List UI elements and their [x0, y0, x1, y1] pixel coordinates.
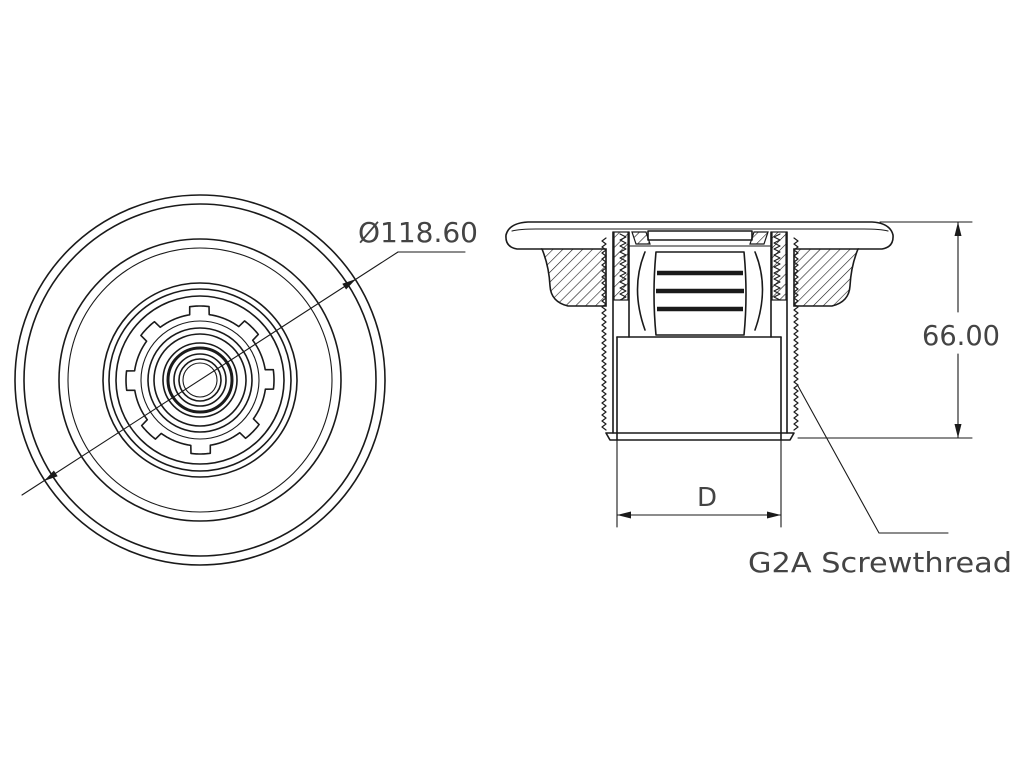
- diameter-dimension-line: [21, 251, 399, 496]
- thread-leader-line: [797, 385, 949, 534]
- nozzle-outer-circle: [162, 342, 238, 418]
- flange-section-left: [540, 248, 607, 307]
- diameter-arrowhead-upper: [342, 279, 356, 290]
- flange-outline: [505, 221, 894, 250]
- retainer-cap: [647, 230, 753, 241]
- flange-section-right: [793, 248, 860, 307]
- inner-thread-section-right: [771, 231, 787, 301]
- hub-inner-circle: [115, 295, 285, 465]
- inner-thread-left: [619, 233, 627, 301]
- diameter-arrowhead-lower: [44, 470, 58, 481]
- flange-plate-line: [511, 228, 889, 232]
- nozzle-ring-inner: [153, 333, 247, 427]
- thread-callout-label: G2A Screwthread: [748, 546, 1012, 579]
- height-dimension: 66.00: [797, 221, 1000, 439]
- nozzle-center-circle: [182, 362, 218, 398]
- bore-dimension-label: D: [697, 483, 717, 513]
- nozzle-bore-circle: [173, 353, 227, 407]
- pipe-bottom-chamfer: [605, 432, 795, 441]
- bore-dimension: D: [616, 439, 782, 528]
- nozzle-orifice-circle: [178, 358, 222, 402]
- inner-thread-section-left: [613, 231, 629, 301]
- retainer-clip-right: [749, 231, 769, 245]
- socket-arc-left: [636, 251, 646, 331]
- nozzle-thick-circle: [166, 346, 234, 414]
- retainer-clip-left: [631, 231, 651, 245]
- flange-inner-circle: [67, 247, 333, 513]
- diameter-dimension: Ø118.60: [21, 216, 478, 496]
- rim-inner-circle: [23, 203, 377, 557]
- bore-arrowhead-left: [617, 511, 631, 519]
- outer-thread-left: [601, 237, 607, 431]
- front-view: Ø118.60: [14, 194, 478, 566]
- socket-arc-right: [754, 251, 764, 331]
- inner-thread-right: [773, 233, 781, 301]
- thread-profiles: [601, 233, 799, 431]
- bore-arrowhead-right: [767, 511, 781, 519]
- ball-outline: [653, 251, 747, 336]
- height-arrowhead-bottom: [954, 424, 962, 438]
- outer-rim-circle: [14, 194, 386, 566]
- hub-ring-circle: [108, 288, 292, 472]
- gear-base-circle: [140, 320, 260, 440]
- nozzle-ring-outer: [147, 327, 253, 433]
- hub-outer-circle: [102, 282, 298, 478]
- height-dimension-label: 66.00: [922, 319, 1000, 352]
- height-arrowhead-top: [954, 222, 962, 236]
- side-view: D 66.00 G2A Screwthread: [505, 221, 1012, 579]
- outer-thread-right: [793, 237, 799, 431]
- flange-step-circle: [58, 238, 342, 522]
- hub-gear-ring: [125, 305, 275, 455]
- diameter-dimension-label: Ø118.60: [358, 216, 478, 249]
- thread-callout: G2A Screwthread: [748, 385, 1012, 579]
